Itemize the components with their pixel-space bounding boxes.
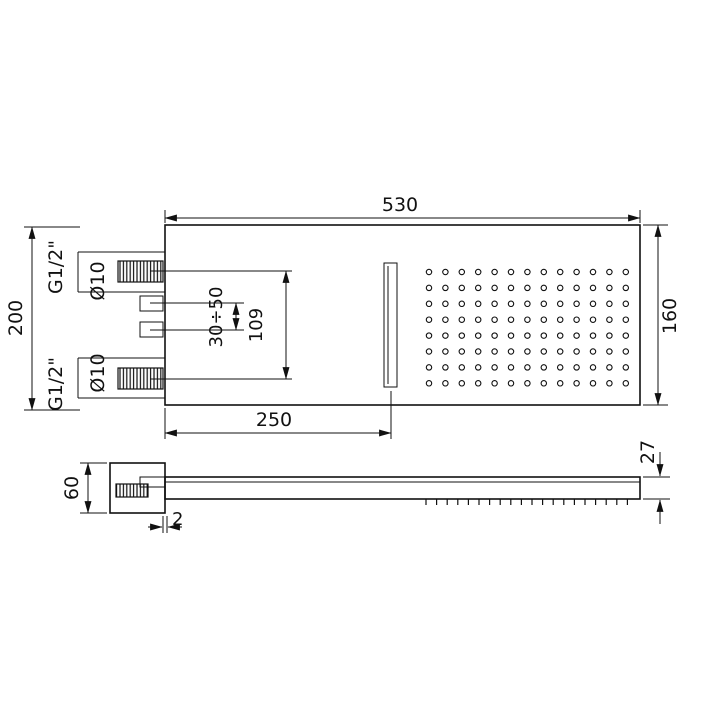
- thread-label-bottom: G1/2": [45, 357, 67, 411]
- dim-530-label: 530: [382, 194, 418, 216]
- dim-30-50-label: 30÷50: [206, 287, 227, 348]
- shower-head-body: [164, 224, 641, 406]
- side-nozzle-ticks: [425, 499, 629, 505]
- inlet-housing-top: [77, 251, 165, 293]
- dim-530: 530: [164, 194, 641, 223]
- dim-2: 2: [148, 509, 183, 533]
- nozzle-dot-grid: [425, 268, 630, 387]
- diameter-label-top: Ø10: [87, 261, 109, 300]
- dim-60: 60: [61, 462, 107, 514]
- dim-109-label: 109: [246, 308, 267, 342]
- dim-160: 160: [643, 224, 681, 406]
- shower-arm-profile: [164, 476, 641, 500]
- dim-30-50: 30÷50: [150, 287, 244, 348]
- dim-109: 109: [150, 270, 292, 380]
- dim-250-label: 250: [256, 409, 292, 431]
- waterfall-slot: [383, 262, 398, 388]
- dim-2-label: 2: [172, 509, 183, 530]
- inlet-labels: G1/2" Ø10 G1/2" Ø10: [45, 240, 109, 411]
- inlet-housing-bottom: [77, 357, 165, 399]
- dim-27-label: 27: [637, 440, 659, 464]
- dim-250: 250: [164, 391, 392, 439]
- side-threaded-inlet: [115, 483, 149, 498]
- dim-60-label: 60: [61, 476, 83, 500]
- top-view: [77, 224, 641, 406]
- dim-160-label: 160: [659, 298, 681, 334]
- dim-27: 27: [637, 440, 670, 524]
- thread-label-top: G1/2": [45, 240, 67, 294]
- side-view: [109, 462, 641, 514]
- diameter-label-bottom: Ø10: [87, 353, 109, 392]
- dim-200: 200: [5, 226, 80, 411]
- dim-200-label: 200: [5, 300, 27, 336]
